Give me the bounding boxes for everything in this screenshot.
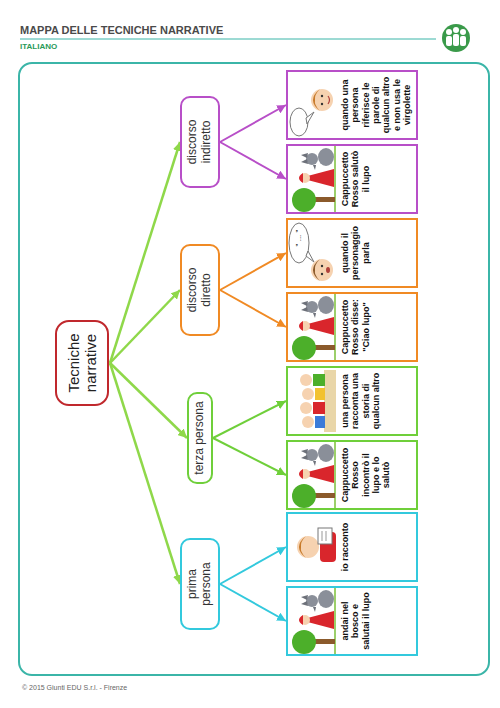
node-label: io racconto <box>340 517 350 577</box>
definition-card: una persona racconta una storia di qualc… <box>286 366 418 436</box>
node-label: quando una persona riferisce le parole d… <box>340 75 412 135</box>
logo <box>442 24 470 52</box>
connector-arrow <box>213 401 286 438</box>
page-title: MAPPA DELLE TECNICHE NARRATIVE <box>20 24 223 36</box>
node-label: Cappuccetto Rosso disse: "Ciao lupo" <box>340 297 371 357</box>
connector-arrow <box>220 547 286 584</box>
node-label: discorso indiretto <box>186 104 214 180</box>
connector-arrow <box>220 105 286 142</box>
root-node: Tecniche narrative <box>55 320 110 406</box>
node-label: una persona racconta una storia di qualc… <box>340 371 381 431</box>
story-scene <box>292 588 335 654</box>
subject-label: ITALIANO <box>20 42 57 51</box>
node-label: Cappuccetto Rosso salutò il lupo <box>340 149 371 209</box>
speech-bubble-text: " ... " <box>291 223 307 253</box>
definition-card: " ... " quando il personaggio parla <box>286 218 418 288</box>
category-box: discorso diretto <box>180 244 220 336</box>
node-label: Tecniche narrative <box>65 328 100 398</box>
category-box: terza persona <box>187 392 213 484</box>
connector-arrow <box>220 253 286 290</box>
example-card: Cappuccetto Rosso incontrò il lupo e lo … <box>286 440 418 510</box>
narrator-figure <box>297 528 336 562</box>
node-label: quando il personaggio parla <box>340 223 371 283</box>
header-rule <box>20 39 436 40</box>
definition-card: quando una persona riferisce le parole d… <box>286 70 418 140</box>
connector-arrow <box>220 142 286 179</box>
example-card: Cappuccetto Rosso disse: "Ciao lupo" <box>286 292 418 362</box>
node-label: andai nel bosco e salutai il lupo <box>340 591 371 651</box>
connector-arrow <box>220 290 286 327</box>
story-scene <box>292 442 335 508</box>
story-scene <box>292 146 335 212</box>
definition-card: io racconto <box>286 512 418 582</box>
node-label: discorso diretto <box>186 252 214 328</box>
category-box: discorso indiretto <box>180 96 220 188</box>
example-card: andai nel bosco e salutai il lupo <box>286 586 418 656</box>
example-card: Cappuccetto Rosso salutò il lupo <box>286 144 418 214</box>
copyright-note: © 2015 Giunti EDU S.r.l. - Firenze <box>22 684 127 691</box>
speaker-figure <box>289 223 333 281</box>
category-box: prima persona <box>180 538 220 630</box>
map-panel: Tecniche narrative prima persona andai nel… <box>18 62 490 676</box>
group-figure <box>300 370 336 432</box>
reporter-figure <box>290 89 333 136</box>
connector-arrow <box>110 142 180 363</box>
connector-arrow <box>110 363 187 438</box>
node-label: terza persona <box>193 400 207 476</box>
node-label: prima persona <box>186 546 214 622</box>
connector-arrow <box>213 438 286 475</box>
connector-arrow <box>220 584 286 621</box>
story-scene <box>292 294 335 360</box>
node-label: Cappuccetto Rosso incontrò il lupo e lo … <box>340 445 392 505</box>
